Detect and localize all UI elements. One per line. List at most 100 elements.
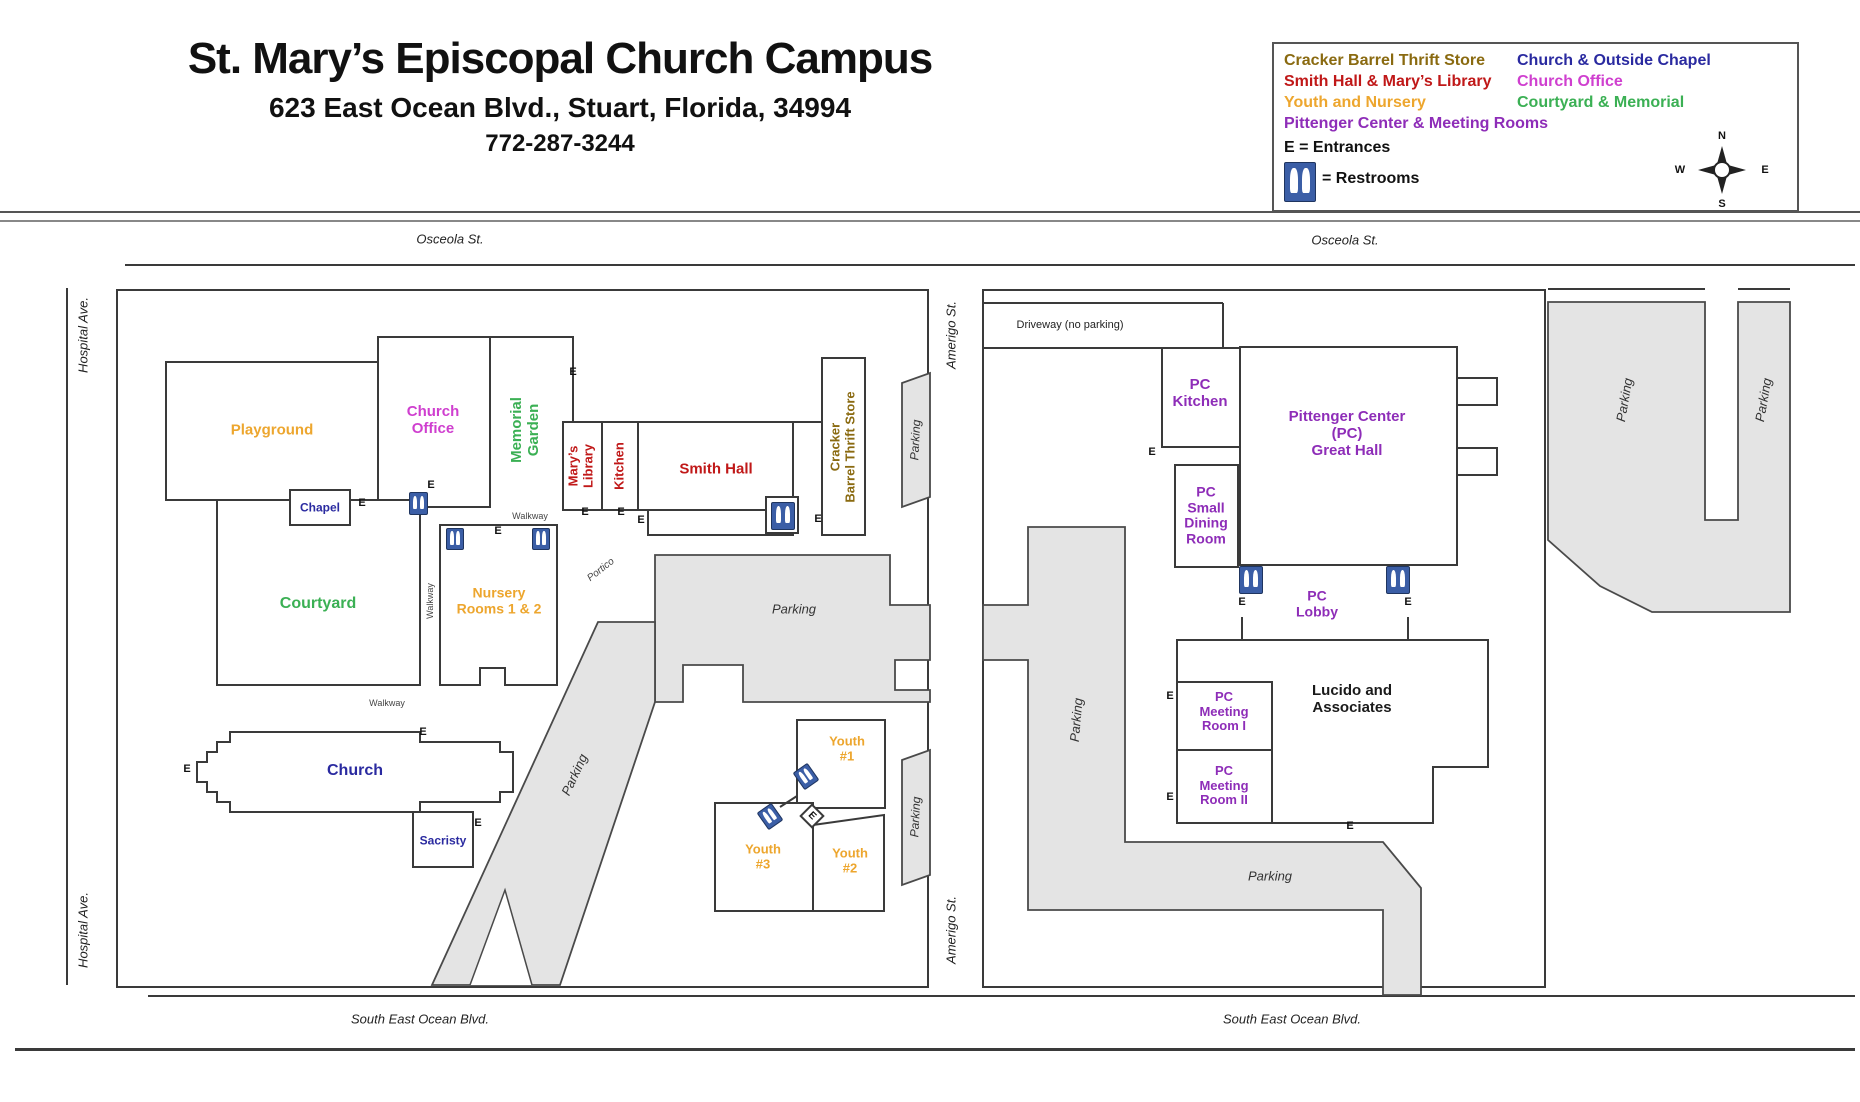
parking-lot-central [654,554,931,703]
parking-lot-diagonal [430,621,656,986]
legend-item: Pittenger Center & Meeting Rooms [1284,115,1549,132]
great-hall-bump1 [1456,377,1498,406]
street-label-amerigo-top: Amerigo St. [943,301,959,369]
great-hall-outline [1239,346,1458,566]
restroom-icon [446,528,464,550]
youth2-outline [812,813,885,912]
entrance-marker: E [494,525,502,537]
street-label-osceola-left: Osceola St. [416,231,484,247]
entrance-marker: E [617,506,625,518]
youth-connector-line [779,795,798,808]
nursery-outline [439,524,558,686]
parking-strip-se [901,748,931,887]
page-title: St. Mary’s Episcopal Church Campus [187,34,933,83]
legend-item: Courtyard & Memorial [1517,94,1685,111]
street-label-hospital-top: Hospital Ave. [75,297,91,373]
compass-w: W [1674,164,1686,176]
small-dining-outline [1174,464,1239,568]
right-campus-map [982,288,1791,996]
pc-kitchen-outline [1161,347,1241,448]
street-label-hospital-bottom: Hospital Ave. [75,892,91,968]
entrance-marker: E [1148,446,1156,458]
courtyard-outline [216,499,421,686]
legend-item: Church & Outside Chapel [1517,52,1711,69]
legend-entrances: E = Entrances [1284,139,1391,156]
restroom-icon [409,492,428,515]
church-office-outline [377,336,491,508]
room-label-youth3: Youth #3 [745,841,781,871]
parking-strip-ne [901,371,931,509]
osceola-street-line [125,264,1855,266]
entrance-marker: E [1238,596,1246,608]
entrance-marker: E [427,479,435,491]
room-label-youth2: Youth #2 [832,845,868,875]
room-label-small-dining: PC Small Dining Room [1184,483,1228,547]
walkway-label: Walkway [369,697,405,708]
entrance-marker: E [637,514,645,526]
entrance-marker: E [1404,596,1412,608]
restroom-icon [1284,162,1316,202]
meeting-room2-outline [1176,749,1273,824]
restroom-icon [1239,566,1263,594]
room-label-memorial-garden: Memorial Garden [508,397,542,463]
room-label-youth1: Youth #1 [829,733,865,763]
room-label-courtyard: Courtyard [279,595,357,613]
street-label-seocean-right: South East Ocean Blvd. [1222,1011,1362,1027]
great-hall-bump2 [1456,447,1498,476]
room-label-nursery: Nursery Rooms 1 & 2 [456,584,542,616]
street-label-osceola-right: Osceola St. [1311,232,1379,248]
room-label-church-office: Church Office [406,403,460,437]
parking-lot-northeast [1547,301,1791,613]
entrance-marker: E [183,763,191,775]
address-line: 623 East Ocean Blvd., Stuart, Florida, 3… [268,92,852,123]
compass-s: S [1718,198,1726,210]
room-label-meeting-room1: PC Meeting Room I [1199,689,1249,734]
driveway-label: Driveway (no parking) [1016,318,1124,331]
street-label-amerigo-bottom: Amerigo St. [943,896,959,964]
parking-label: Parking [907,796,924,838]
entrance-marker: E [358,497,366,509]
bottom-divider [15,1048,1855,1051]
left-campus-map [116,289,931,988]
compass-e: E [1761,164,1769,176]
walkway-label: Walkway [424,583,435,619]
restroom-icon [1386,566,1410,594]
room-label-playground: Playground [230,421,314,439]
legend-item: Youth and Nursery [1284,94,1426,111]
room-label-pc-kitchen: PC Kitchen [1172,376,1228,410]
church-outline [196,731,514,813]
legend-restrooms: = Restrooms [1322,170,1420,187]
header: St. Mary’s Episcopal Church Campus 623 E… [0,0,1120,158]
phone-number: 772-287-3244 [485,130,635,157]
entrance-marker: E [419,726,427,738]
room-label-pittenger: Pittenger Center (PC) Great Hall [1288,407,1406,459]
youth1-outline [796,719,886,809]
header-divider [0,211,1860,222]
parking-label: Parking [907,419,924,461]
library-kitchen-outline [562,421,639,511]
room-label-pc-lobby: PC Lobby [1296,587,1338,619]
parking-label: Parking [1247,868,1293,884]
room-label-meeting-room2: PC Meeting Room II [1199,763,1249,808]
restroom-icon [532,528,550,550]
entrance-marker: E [814,513,822,525]
playground-outline [165,361,379,501]
compass-rose: N S W E [1672,128,1772,210]
parking-lot-west-south [982,526,1422,996]
cracker-barrel-outline [821,357,866,536]
room-label-lucido: Lucido and Associates [1312,682,1392,716]
legend-item: Church Office [1517,73,1623,90]
entrance-marker: E [1346,820,1354,832]
chapel-outline [289,489,351,526]
room-label-cracker-barrel: Cracker Barrel Thrift Store [827,391,857,503]
entrance-marker: E [581,506,589,518]
compass-star [1698,146,1746,194]
room-label-church: Church [327,762,383,780]
hospital-street-line [66,288,68,985]
parking-notch [469,887,533,986]
room-label-chapel: Chapel [299,500,341,515]
entrance-marker: E [1166,690,1174,702]
entrance-marker: E [1166,791,1174,803]
south-east-ocean-street-line [148,995,1855,997]
